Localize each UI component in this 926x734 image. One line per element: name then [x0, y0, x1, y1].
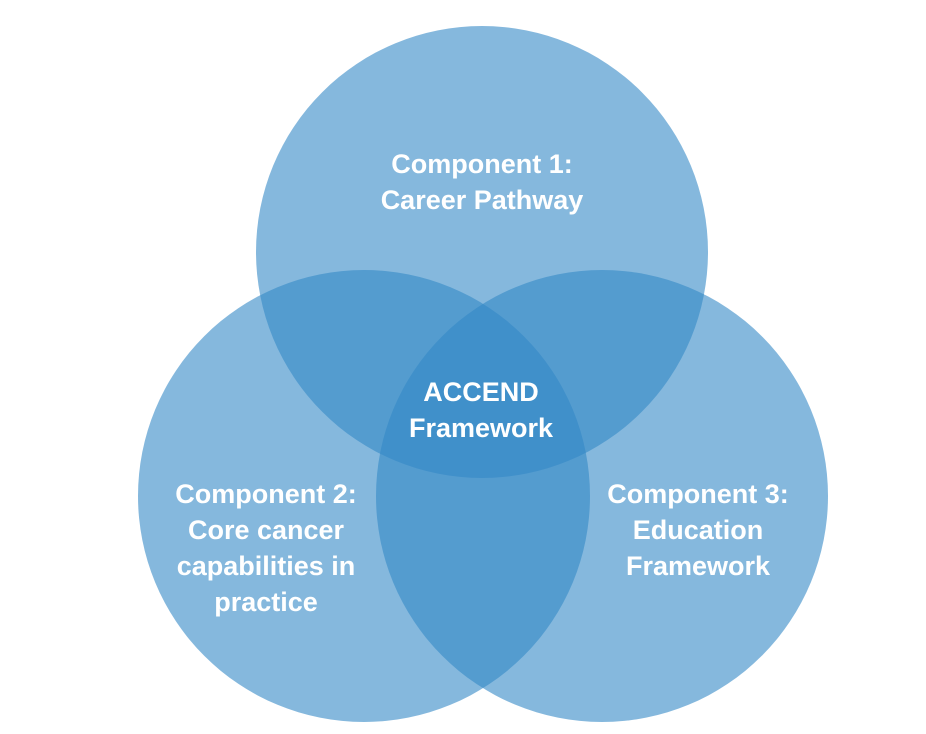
label-center-line-2: Framework [408, 413, 554, 443]
label-component-2: Component 2: Core cancer capabilities in… [140, 476, 392, 620]
circle-component-3 [376, 270, 828, 722]
label-center: ACCEND Framework [370, 374, 592, 446]
label-component-3-line-2: Education [632, 515, 764, 545]
label-component-3-line-3: Framework [625, 551, 771, 581]
label-component-3-title: Component 3: [607, 479, 789, 509]
label-component-1: Component 1: Career Pathway [332, 146, 632, 218]
label-component-2-line-3: capabilities in [176, 551, 356, 581]
label-component-2-title: Component 2: [175, 479, 357, 509]
label-component-2-line-2: Core cancer [187, 515, 345, 545]
label-component-2-line-4: practice [214, 587, 318, 617]
label-component-1-title: Component 1: [391, 149, 573, 179]
label-component-1-name: Career Pathway [380, 185, 584, 215]
label-component-3: Component 3: Education Framework [572, 476, 824, 584]
label-center-line-1: ACCEND [423, 377, 539, 407]
